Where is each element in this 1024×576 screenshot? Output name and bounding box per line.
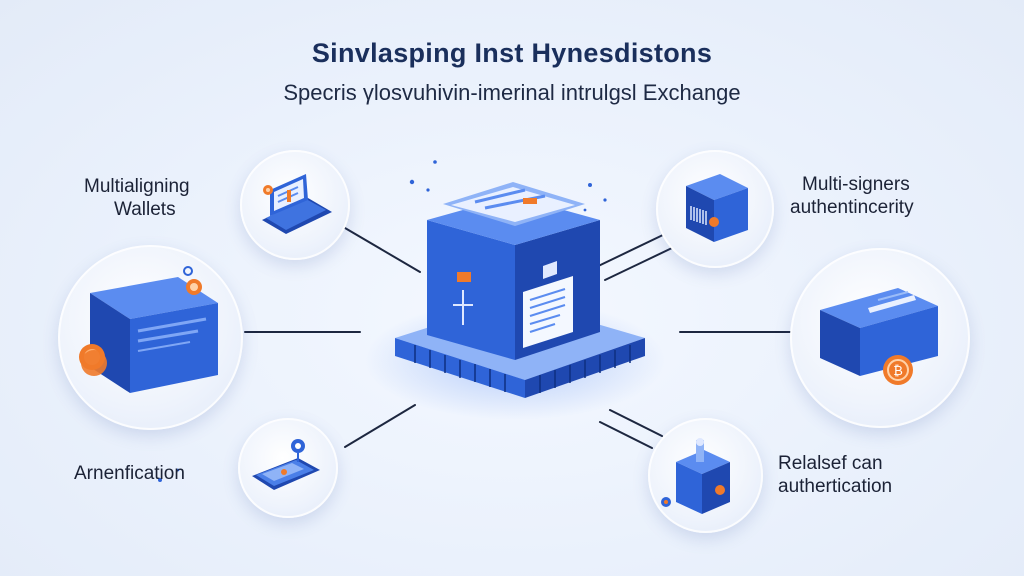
label-bottom-right-line1: Relalsef can (778, 453, 883, 474)
laptop-document-icon (262, 174, 332, 234)
page-subtitle: Specris γlosvuhivin-imerinal intrulgsl E… (283, 80, 741, 105)
node-locked-box (648, 418, 763, 533)
node-laptop-document (240, 150, 350, 260)
connector-top-right-a (589, 233, 666, 271)
label-bottom-left: Arnenfication (74, 462, 185, 485)
card-reader-coin-icon: ₿ (820, 288, 938, 385)
node-card-reader: ₿ (790, 248, 970, 428)
central-hub (355, 160, 675, 435)
label-top-left: Multialigning Wallets (84, 175, 190, 221)
label-top-left-line1: Multialigning (84, 176, 190, 197)
connector-top-right-b (604, 247, 673, 281)
label-top-right-line1: Multi-signers (802, 174, 910, 195)
locked-box-icon (661, 438, 730, 514)
label-top-left-line2: Wallets (114, 199, 176, 220)
connector-bottom-right-a (609, 409, 663, 437)
page-title: Sinvlasping Inst Hynesdistons (311, 38, 713, 68)
cube-barcode-icon (686, 174, 748, 242)
label-bottom-right-line2: authertication (778, 476, 893, 497)
node-cube-barcode (656, 150, 774, 268)
node-wallet-box (58, 245, 243, 430)
connector-bottom-right-b (599, 421, 653, 449)
wallet-box-coins-icon (79, 266, 218, 393)
phone-location-icon (252, 439, 320, 490)
label-top-right-line2: authentincerity (790, 197, 914, 218)
connector-bottom-left (344, 404, 416, 448)
label-top-right: Multi-signers authentincerity (790, 173, 914, 219)
server-vault-icon (365, 182, 665, 420)
node-phone (238, 418, 338, 518)
connector-top-left (344, 227, 421, 273)
label-bottom-right: Relalsef can authertication (778, 452, 892, 498)
label-bottom-left-line1: Arnenfication (74, 463, 185, 484)
svg-text:₿: ₿ (893, 364, 903, 379)
